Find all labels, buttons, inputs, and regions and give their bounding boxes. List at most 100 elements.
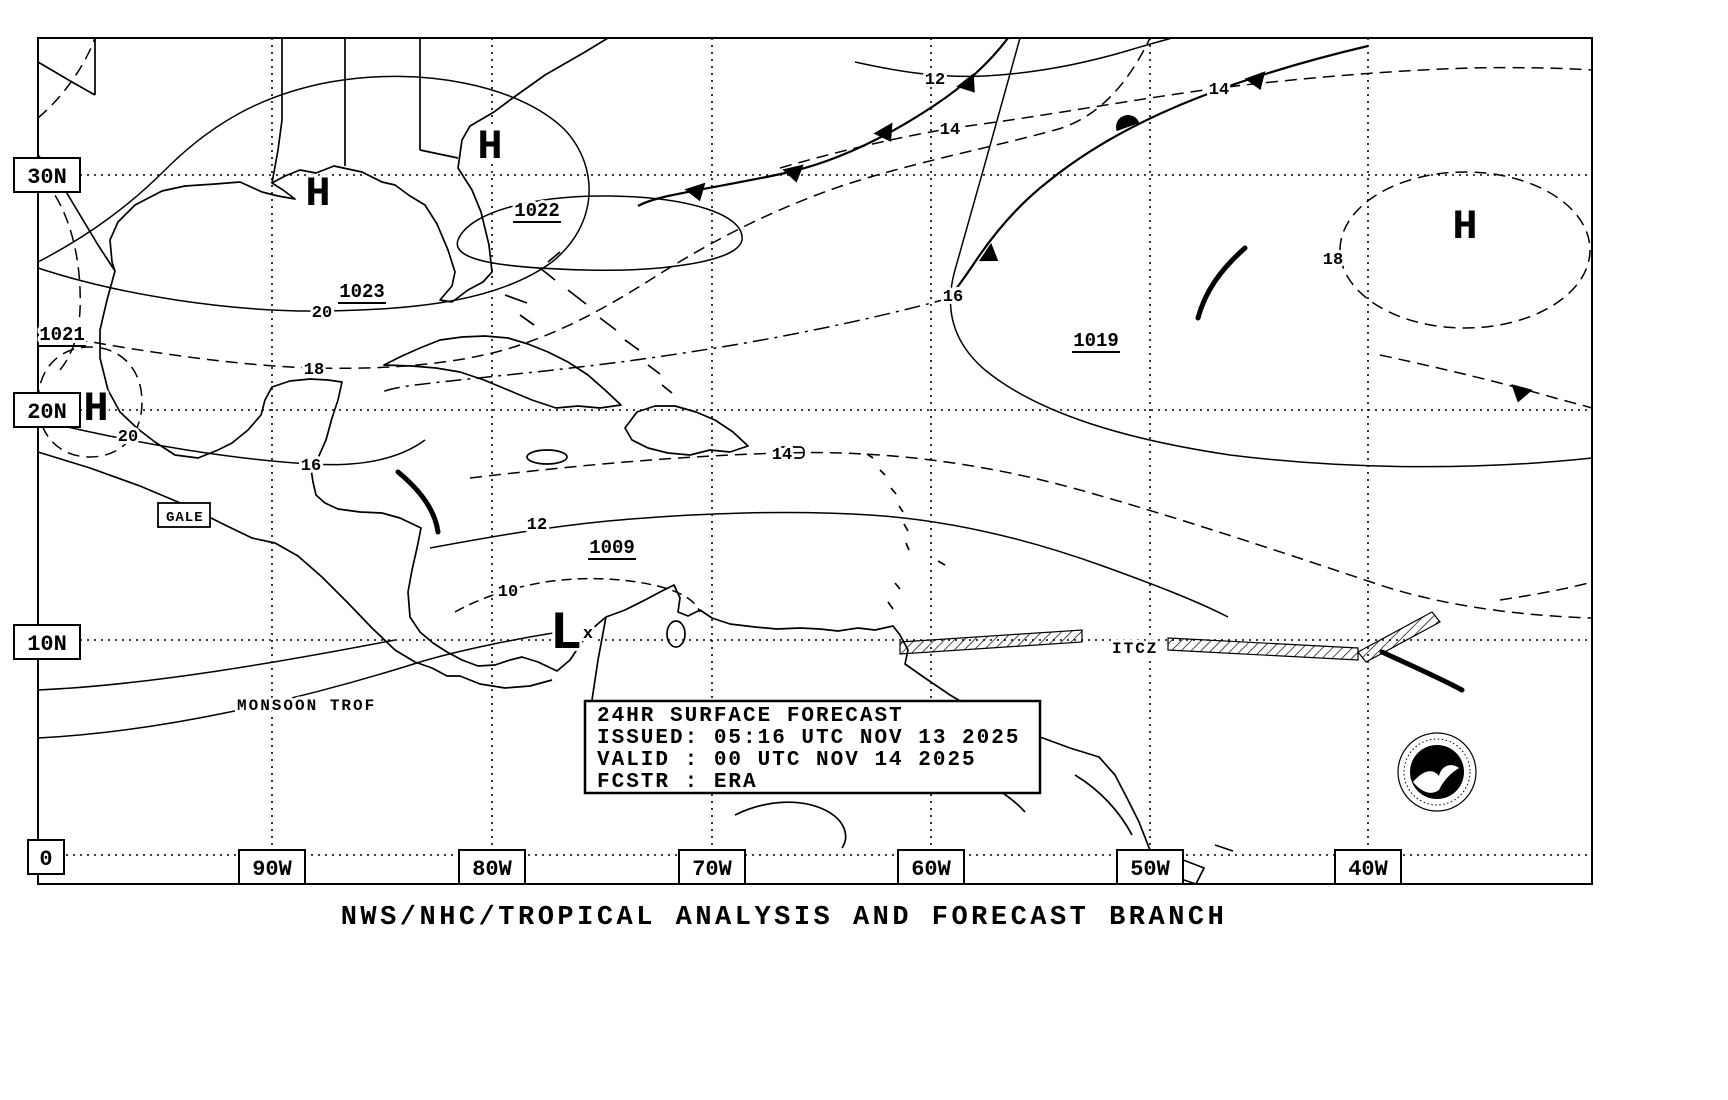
pressure-value-label: 1022: [514, 200, 560, 222]
pressure-value-label: 1019: [1073, 330, 1119, 352]
lon-label: 90W: [252, 857, 292, 882]
longitude-labels: 90W 80W 70W 60W 50W 40W: [238, 849, 1402, 885]
lat-label: 10N: [27, 632, 67, 657]
cold-front-pip: [684, 182, 706, 202]
forecast-valid: VALID : 00 UTC NOV 14 2025: [597, 749, 977, 772]
isobar-label: 14: [772, 446, 792, 465]
isobar-label: 12: [925, 71, 945, 90]
coast-cuba: [383, 335, 622, 409]
latitude-labels: 30N 20N 10N 0: [13, 157, 81, 875]
pressure-value-label: 1021: [39, 324, 85, 346]
lat-label: 0: [39, 847, 52, 872]
itcz-hatch-band: [1167, 637, 1359, 661]
pacific-isobars: [37, 639, 421, 739]
fronts: [637, 37, 1533, 403]
coast-bahamas: [504, 251, 673, 394]
cold-front-pip: [978, 242, 999, 262]
itcz-band: [899, 611, 1441, 663]
gale-warning-box: [157, 502, 211, 528]
isobar-1014-caribbean: [469, 451, 1593, 619]
branch-title: NWS/NHC/TROPICAL ANALYSIS AND FORECAST B…: [341, 903, 1228, 933]
map-frame: [37, 37, 1593, 885]
itcz-label: ITCZ: [1112, 640, 1158, 658]
pressure-value-label: 1009: [589, 537, 635, 559]
high-symbol: H: [83, 385, 108, 433]
lon-label: 60W: [911, 857, 951, 882]
lon-label: 50W: [1130, 857, 1170, 882]
lat-label: 30N: [27, 165, 67, 190]
isobar-label: 14: [1209, 81, 1229, 100]
itcz-hatch-band: [899, 629, 1083, 655]
shear-line-trough: [381, 297, 951, 393]
noaa-logo-ring-text: [1403, 738, 1471, 806]
cold-front-pip: [1511, 384, 1533, 403]
pressure-center-symbols: H H H H L x: [80, 120, 1480, 668]
high-symbol: H: [305, 170, 330, 218]
lon-label: 40W: [1348, 857, 1388, 882]
isobar-1016-caribbean: [37, 419, 426, 466]
noaa-logo-text: NOAA: [1425, 755, 1449, 766]
isobar-1014-top: [779, 66, 1593, 169]
isobar-1018-atlantic-high: [1339, 171, 1591, 329]
trough-central-atlantic: [1195, 245, 1248, 321]
cold-front-pip: [1244, 71, 1266, 91]
trough-lines: [395, 245, 1465, 693]
coast-pacific-central-america: [37, 451, 553, 689]
isobar-left-arc: [37, 37, 96, 371]
coast-state-borders: [37, 38, 459, 272]
isobars: [37, 37, 1593, 739]
cold-front-pip: [956, 73, 975, 93]
monsoon-trough-label: MONSOON TROF: [237, 697, 376, 715]
high-symbol: H: [1452, 203, 1477, 251]
isobar-1018-west: [37, 37, 1151, 370]
forecast-issued: ISSUED: 05:16 UTC NOV 13 2025: [597, 727, 1020, 750]
isobar-label: 10: [498, 583, 518, 602]
far-right-dashed: [1379, 354, 1593, 601]
gale-label: GALE: [166, 510, 204, 526]
coast-puerto-rico: [771, 446, 805, 459]
isobar-1010-low: [454, 577, 701, 613]
coast-jamaica: [526, 449, 568, 465]
high-symbol: H: [477, 123, 502, 171]
low-symbol: L: [550, 604, 582, 665]
forecast-title: 24HR SURFACE FORECAST: [597, 705, 904, 728]
isobar-1016-atlantic: [949, 37, 1593, 468]
lon-label: 80W: [472, 857, 512, 882]
isobar-label: 16: [943, 288, 963, 307]
low-center-mark: x: [583, 625, 593, 644]
coast-north-central-south-america: [99, 37, 1167, 885]
trough-itcz-east: [1379, 649, 1465, 693]
itcz-hatch-band: [1357, 611, 1441, 663]
isobar-label: 20: [312, 304, 332, 323]
warm-front-pip: [1116, 115, 1140, 132]
noaa-logo: NOAA: [1397, 732, 1477, 812]
trough-nw-caribbean: [395, 469, 441, 535]
isobar-1020-left-high: [37, 346, 143, 458]
coast-lesser-antilles: [866, 453, 946, 610]
stationary-front-line: [949, 44, 1369, 299]
cold-front-pip: [782, 164, 804, 183]
isobar-label: 18: [304, 361, 324, 380]
forecast-forecaster: FCSTR : ERA: [597, 771, 758, 794]
isobar-labels: 12 14 14 16 18 20 18 20 16 14 12 10: [115, 68, 1346, 605]
lat-label: 20N: [27, 400, 67, 425]
pressure-center-values: 1022 1023 1021 1019 1009: [36, 197, 1122, 562]
coast-hispaniola: [624, 405, 749, 456]
isobar-1020-gulf: [37, 75, 590, 312]
isobar-label: 16: [301, 457, 321, 476]
isobar-1022-closed: [456, 195, 743, 271]
monsoon-trough-line: [419, 631, 561, 663]
cold-front-pip: [873, 122, 893, 142]
pressure-value-label: 1023: [339, 281, 385, 303]
isobar-label: 18: [1323, 251, 1343, 270]
annotations: GALE MONSOON TROF ITCZ: [157, 502, 1159, 718]
isobar-label: 14: [940, 121, 960, 140]
noaa-seagull-icon: [1413, 765, 1459, 793]
lon-label: 70W: [692, 857, 732, 882]
forecast-info-box: 24HR SURFACE FORECAST ISSUED: 05:16 UTC …: [583, 699, 1042, 795]
isobar-label: 12: [527, 516, 547, 535]
isobar-label: 20: [118, 428, 138, 447]
isobar-1012-top: [854, 37, 1173, 78]
